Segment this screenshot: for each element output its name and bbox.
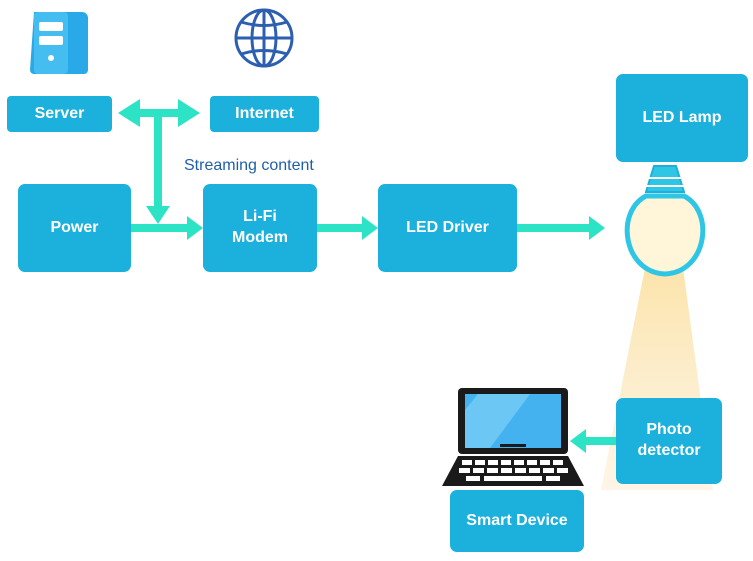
network-down-arrow — [146, 117, 170, 224]
server-internet-arrow — [118, 99, 200, 127]
server-tower-icon — [30, 12, 88, 74]
globe-icon — [234, 8, 294, 68]
streaming-content-label: Streaming content — [184, 157, 314, 174]
smart-device-node: Smart Device — [450, 490, 584, 552]
power-node: Power — [18, 184, 131, 272]
driver-to-lamp-arrow — [517, 216, 605, 240]
led-lamp-node: LED Lamp — [616, 74, 748, 162]
lifi-modem-node: Li-Fi Modem — [203, 184, 317, 272]
power-to-modem-arrow — [131, 216, 203, 240]
led-driver-node: LED Driver — [378, 184, 517, 272]
server-node: Server — [7, 96, 112, 132]
photo-detector-node: Photo detector — [616, 398, 722, 484]
laptop-icon — [442, 388, 584, 486]
detector-to-device-arrow — [570, 429, 616, 453]
modem-to-driver-arrow — [317, 216, 378, 240]
internet-node: Internet — [210, 96, 319, 132]
light-bulb-icon — [624, 165, 706, 277]
